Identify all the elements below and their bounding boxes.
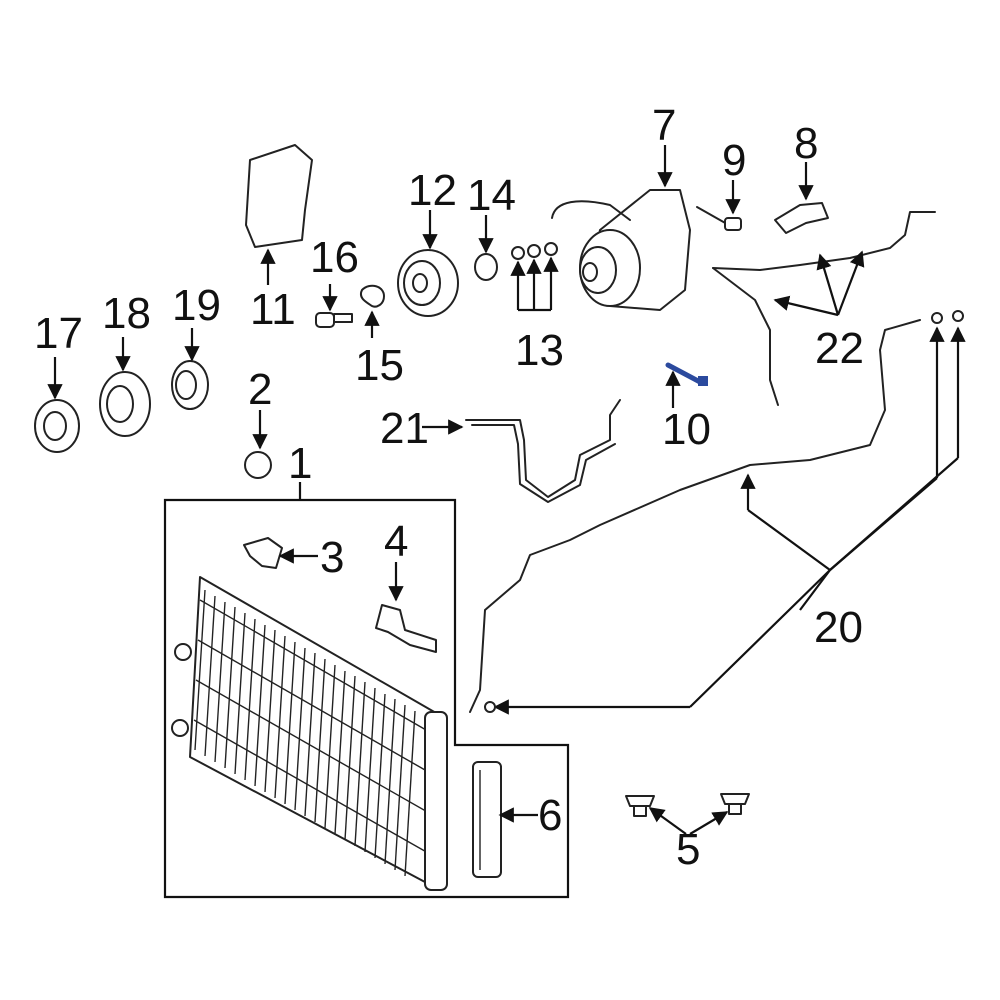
- callout-11: 11: [250, 285, 296, 334]
- callout-5: 5: [676, 825, 700, 874]
- callout-3: 3: [320, 533, 344, 582]
- condenser-assembly-box: [163, 498, 570, 899]
- callout-15: 15: [355, 341, 404, 390]
- hose-part-20[interactable]: [469, 319, 921, 713]
- callout-13: 13: [515, 326, 564, 375]
- clutch-part-12[interactable]: [397, 249, 459, 317]
- callout-1: 1: [288, 439, 312, 488]
- callout-2: 2: [248, 365, 272, 414]
- callout-6: 6: [538, 791, 562, 840]
- receiver-drier-part[interactable]: [472, 761, 502, 878]
- oring-part-13-b[interactable]: [527, 244, 541, 258]
- callout-12: 12: [408, 166, 457, 215]
- callout-10: 10: [662, 405, 711, 454]
- oring-part-13-c[interactable]: [544, 242, 558, 256]
- callout-4: 4: [384, 517, 408, 566]
- bracket-part-8[interactable]: [774, 202, 829, 234]
- callout-22: 22: [815, 324, 864, 373]
- pulley-part-18[interactable]: [99, 371, 151, 437]
- bolt-part-10[interactable]: [665, 362, 708, 386]
- callout-7: 7: [652, 101, 676, 150]
- hose-part-22[interactable]: [712, 211, 936, 271]
- callout-14: 14: [467, 171, 516, 220]
- callout-8: 8: [794, 119, 818, 168]
- pulley-part-17[interactable]: [34, 399, 80, 453]
- bolt-part-16[interactable]: [315, 312, 353, 328]
- callout-labels: 1 2 3 4 5 6 7 8 9 10 11 12 13 14 15 16 1…: [34, 101, 864, 874]
- callout-20: 20: [814, 603, 863, 652]
- bracket-part-4[interactable]: [375, 604, 437, 653]
- hose-part-21[interactable]: [465, 399, 621, 498]
- switch-part-9[interactable]: [696, 206, 742, 231]
- callout-18: 18: [102, 289, 151, 338]
- shim-part-14[interactable]: [474, 253, 498, 281]
- callout-17: 17: [34, 309, 83, 358]
- clip-part-5-left[interactable]: [625, 795, 655, 817]
- leader-lines: [47, 145, 966, 835]
- oring-part-13-a[interactable]: [511, 246, 525, 260]
- callout-19: 19: [172, 281, 221, 330]
- callout-16: 16: [310, 233, 359, 282]
- washer-part-2[interactable]: [244, 451, 272, 479]
- callout-9: 9: [722, 136, 746, 185]
- bracket-part-3[interactable]: [243, 537, 283, 569]
- compressor-bracket-part-11[interactable]: [245, 144, 313, 248]
- bearing-part-19[interactable]: [171, 360, 209, 410]
- condenser-part[interactable]: [171, 576, 448, 891]
- compressor-part-7[interactable]: [551, 189, 691, 311]
- callout-21: 21: [380, 404, 429, 453]
- gasket-part-15[interactable]: [360, 284, 385, 308]
- clip-part-5-right[interactable]: [720, 793, 750, 815]
